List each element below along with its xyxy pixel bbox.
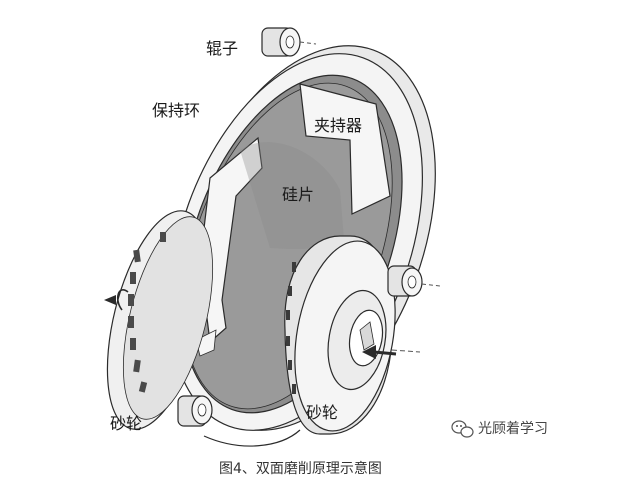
wechat-icon xyxy=(451,420,474,438)
rotation-arrow-left xyxy=(116,289,129,311)
figure-caption: 图4、双面磨削原理示意图 xyxy=(219,460,382,477)
roller-bottom xyxy=(177,395,213,427)
wafer xyxy=(240,142,344,250)
label-grinding-wheel-left: 砂轮 xyxy=(110,414,142,433)
watermark: 光顾着学习 xyxy=(451,420,548,438)
holder-pockets xyxy=(195,83,391,357)
rotation-arrowhead-left xyxy=(104,295,116,305)
grinding-segments-left xyxy=(128,232,166,393)
label-roller: 辊子 xyxy=(206,39,238,58)
rotation-arrowhead-right xyxy=(362,345,376,359)
grinding-wheel-left xyxy=(104,210,214,430)
roller-top xyxy=(261,27,317,57)
watermark-text: 光顾着学习 xyxy=(478,421,548,437)
label-grinding-wheel-right: 砂轮 xyxy=(306,403,338,422)
roller-right xyxy=(387,265,441,297)
rotation-arrow-right xyxy=(373,350,397,356)
label-retaining-ring: 保持环 xyxy=(152,101,200,120)
label-holder: 夹持器 xyxy=(314,116,362,135)
label-wafer: 硅片 xyxy=(282,185,314,204)
grinding-wheel-right xyxy=(284,235,421,435)
grinding-segments-right xyxy=(286,262,296,394)
